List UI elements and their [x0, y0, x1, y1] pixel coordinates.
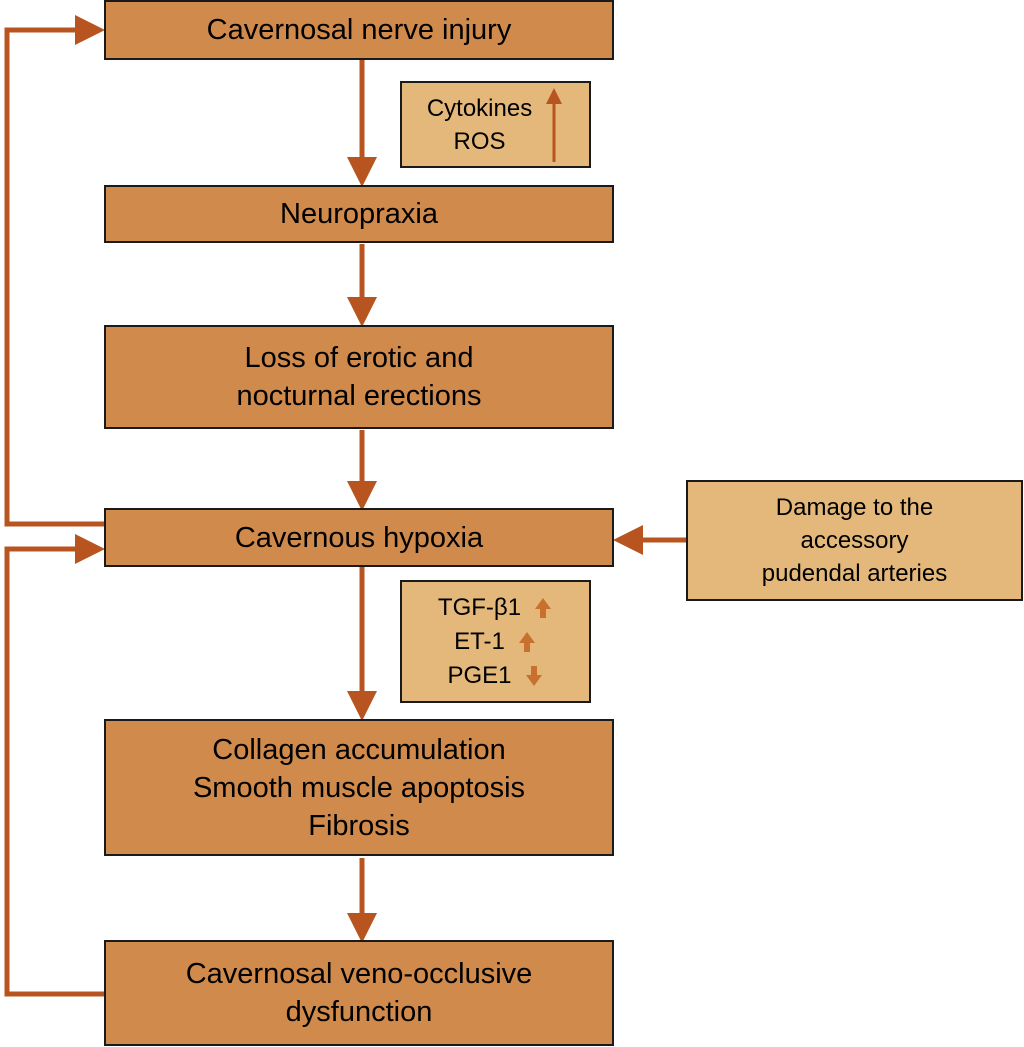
mediator-label: TGF-β1: [437, 594, 522, 621]
increase-arrow-icon: [546, 87, 563, 162]
node-neuropraxia: Neuropraxia: [104, 185, 614, 243]
node-collagen: Collagen accumulation Smooth muscle apop…: [104, 719, 614, 856]
node-text: dysfunction: [285, 996, 433, 1028]
node-text: Neuropraxia: [280, 198, 438, 230]
node-text: Damage to the: [775, 494, 934, 521]
mediators-mid-box: TGF-β1 ET-1 PGE1: [400, 580, 591, 703]
up-arrow-icon: [518, 631, 535, 652]
node-loss-erections: Loss of erotic and nocturnal erections: [104, 325, 614, 429]
mediators-top-box: Cytokines ROS: [400, 81, 591, 168]
node-hypoxia: Cavernous hypoxia: [104, 508, 614, 567]
node-veno: Cavernosal veno-occlusive dysfunction: [104, 940, 614, 1046]
node-nerve-injury: Cavernosal nerve injury: [104, 0, 614, 60]
node-text: Cavernous hypoxia: [234, 521, 484, 554]
mediator-row: ET-1: [454, 625, 537, 659]
node-text: Loss of erotic and: [244, 342, 474, 374]
node-text: pudendal arteries: [761, 560, 948, 587]
node-text: Collagen accumulation: [212, 733, 506, 766]
mediator-label: ET-1: [454, 628, 505, 655]
mediator-ros: ROS: [453, 127, 506, 155]
node-text: Smooth muscle apoptosis: [192, 771, 526, 804]
mediator-label: PGE1: [447, 662, 512, 689]
node-arteries: Damage to the accessory pudendal arterie…: [686, 480, 1023, 601]
feedback-veno-to-hypoxia: [4, 534, 105, 997]
mediator-cytokines: Cytokines: [426, 94, 533, 122]
up-arrow-icon: [535, 597, 552, 618]
node-text: Cavernosal veno-occlusive: [185, 958, 533, 990]
node-text: accessory: [800, 527, 909, 554]
node-text: Fibrosis: [308, 809, 410, 842]
node-text: Cavernosal nerve injury: [206, 14, 512, 46]
mediator-row: TGF-β1: [438, 591, 553, 625]
mediator-row: PGE1: [447, 659, 543, 693]
node-text: nocturnal erections: [236, 380, 482, 412]
feedback-hypoxia-to-nerve-injury: [4, 15, 105, 527]
down-arrow-icon: [525, 665, 542, 686]
